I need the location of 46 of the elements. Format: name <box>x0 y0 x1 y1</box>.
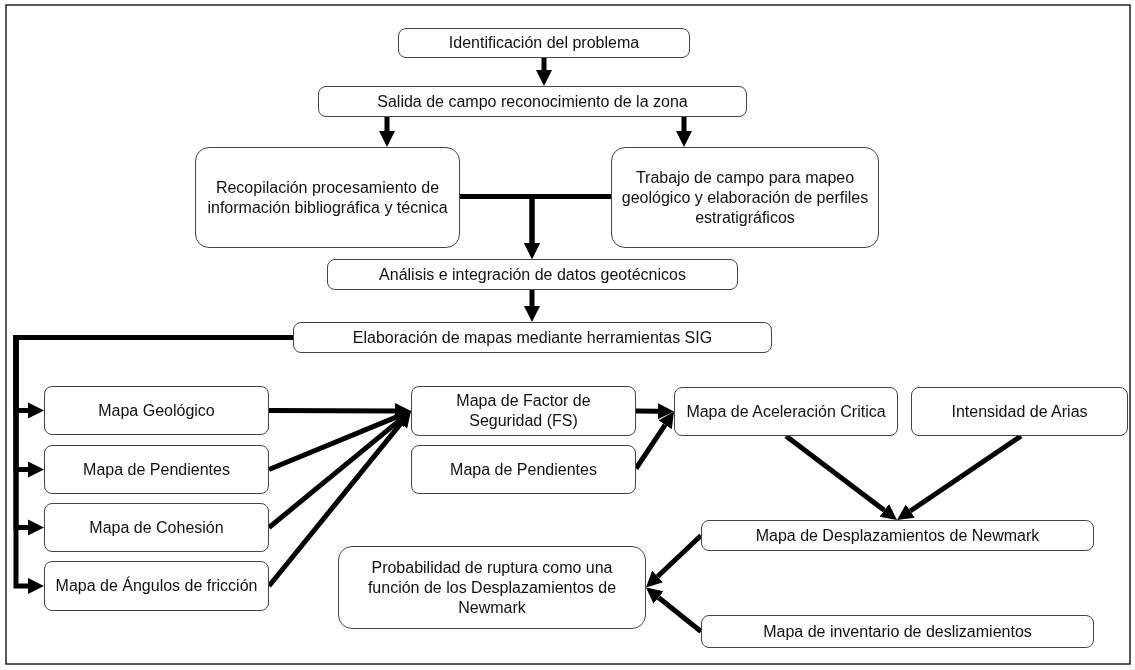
process-box <box>44 561 269 611</box>
arrow <box>646 533 703 588</box>
process-box <box>411 386 636 436</box>
process-box <box>327 259 738 290</box>
box-label: Trabajo de campo para mapeo geológico y elaboración de perfiles estratigráficos <box>620 167 870 228</box>
process-box <box>44 503 269 552</box>
box-label: Mapa de Pendientes <box>450 459 597 480</box>
process-box <box>674 387 898 436</box>
process-box <box>611 147 879 248</box>
process-box <box>44 445 269 494</box>
arrow <box>524 194 611 259</box>
box-label: Mapa de Desplazamientos de Newmark <box>755 525 1040 546</box>
box-label: Mapa de Aceleración Critica <box>686 401 886 422</box>
box-label: Análisis e integración de datos geotécnicos <box>379 264 686 285</box>
box-label: Recopilación procesamiento de información bibliográfica y técnica <box>206 177 449 218</box>
process-box <box>701 520 1094 551</box>
process-box <box>195 147 460 248</box>
arrow <box>635 403 674 420</box>
box-label: Mapa de Factor de Seguridad (FS) <box>455 391 592 431</box>
process-box <box>398 28 690 58</box>
box-label: Mapa Geológico <box>98 400 215 421</box>
arrow <box>379 117 395 147</box>
box-label: Probabilidad de ruptura como una función de los Desplazamientos de Newmark <box>366 557 618 618</box>
arrow <box>524 290 540 322</box>
process-box <box>701 615 1094 648</box>
box-label: Identificación del problema <box>448 33 640 53</box>
box-label: Elaboración de mapas mediante herramientas SIG <box>352 327 713 348</box>
arrow <box>646 587 703 634</box>
process-box <box>44 386 269 435</box>
process-box <box>911 387 1128 436</box>
box-label: Intensidad de Arias <box>951 401 1088 422</box>
box-label: Salida de campo reconocimiento de la zona <box>377 91 688 112</box>
box-label: Mapa de Pendientes <box>83 459 230 480</box>
arrow <box>676 117 692 147</box>
process-box <box>318 86 747 117</box>
box-label: Mapa de inventario de deslizamientos <box>763 621 1032 642</box>
process-box <box>293 322 772 353</box>
arrow <box>13 335 293 594</box>
process-box <box>411 445 636 494</box>
arrow <box>267 411 411 588</box>
arrow <box>784 434 897 520</box>
arrow <box>536 58 552 86</box>
arrow <box>268 409 411 472</box>
box-label: Mapa de Ángulos de fricción <box>55 576 258 596</box>
process-box <box>338 546 646 629</box>
box-label: Mapa de Cohesión <box>89 517 224 538</box>
